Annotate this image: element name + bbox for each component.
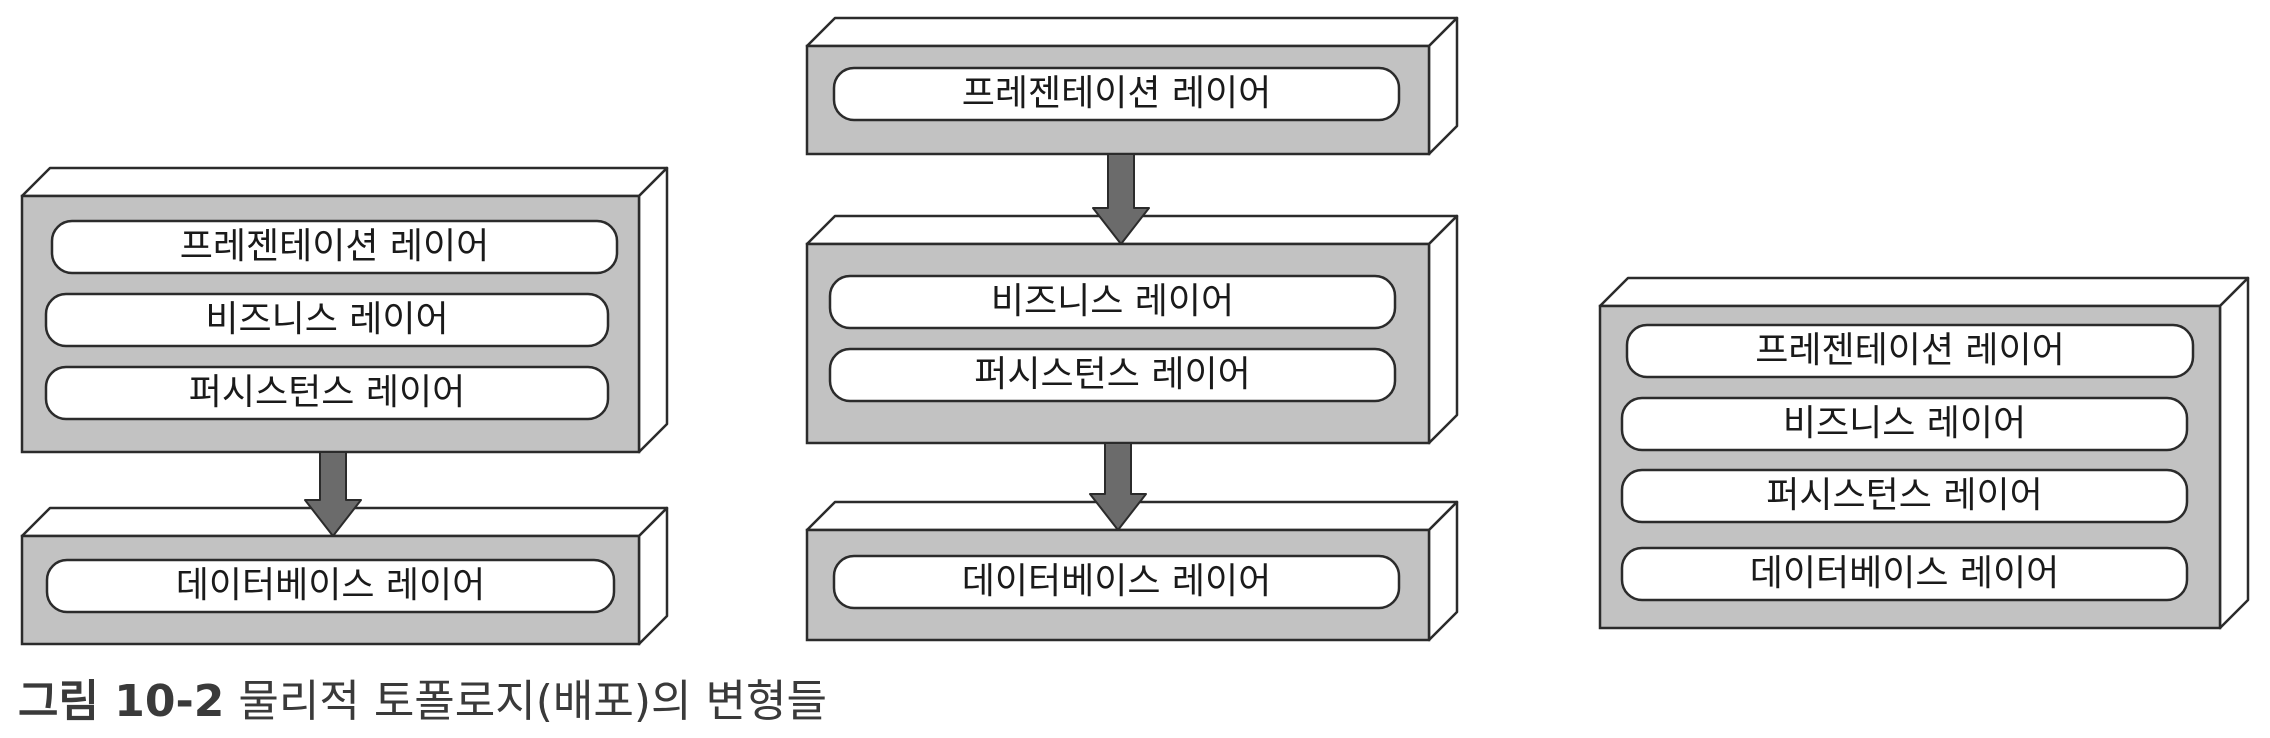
layer-pill-shape	[45, 558, 616, 614]
down-arrow-icon	[1089, 442, 1147, 531]
figure-title: 물리적 토폴로지(배포)의 변형들	[238, 676, 827, 727]
layer-label: 퍼시스턴스 레이어	[974, 354, 1250, 395]
layer-pill: 프레젠테이션 레이어	[50, 219, 619, 275]
layer-pill: 퍼시스턴스 레이어	[1620, 468, 2189, 524]
layer-pill: 데이터베이스 레이어	[832, 554, 1401, 610]
layer-pill-shape	[1625, 323, 2195, 379]
down-arrow-icon	[1092, 153, 1150, 245]
box-side-face	[2218, 276, 2250, 630]
layer-pill: 비즈니스 레이어	[44, 292, 610, 348]
layer-pill-shape	[50, 219, 619, 275]
layer-pill: 프레젠테이션 레이어	[832, 66, 1401, 122]
layer-label: 퍼시스턴스 레이어	[1766, 475, 2042, 516]
box-top-face	[805, 16, 1459, 48]
layer-pill-shape	[828, 347, 1397, 403]
layer-pill: 퍼시스턴스 레이어	[828, 347, 1397, 403]
layer-pill-shape	[828, 274, 1397, 330]
layer-pill-shape	[1620, 468, 2189, 524]
down-arrow-icon	[304, 451, 362, 537]
layer-pill-shape	[832, 66, 1401, 122]
figure-caption: 그림 10-2 물리적 토폴로지(배포)의 변형들	[18, 672, 827, 732]
box-top-face	[1598, 276, 2250, 308]
layer-pill-shape	[44, 365, 610, 421]
layer-label: 프레젠테이션 레이어	[1755, 330, 2065, 371]
server-box: 프레젠테이션 레이어	[805, 16, 1459, 156]
layer-pill: 비즈니스 레이어	[1620, 396, 2189, 452]
box-front-face	[805, 242, 1431, 445]
layer-pill: 퍼시스턴스 레이어	[44, 365, 610, 421]
layer-label: 데이터베이스 레이어	[1750, 553, 2060, 594]
layer-label: 퍼시스턴스 레이어	[189, 372, 465, 413]
box-side-face	[1427, 214, 1459, 445]
layer-pill: 데이터베이스 레이어	[1620, 546, 2189, 602]
layer-label: 비즈니스 레이어	[1783, 403, 2026, 444]
layer-pill: 데이터베이스 레이어	[45, 558, 616, 614]
layer-label: 프레젠테이션 레이어	[962, 73, 1272, 114]
layer-label: 프레젠테이션 레이어	[180, 226, 490, 267]
figure-number: 그림 10-2	[18, 676, 225, 727]
box-side-face	[637, 166, 669, 454]
layer-label: 데이터베이스 레이어	[176, 565, 486, 606]
server-box: 데이터베이스 레이어	[805, 500, 1459, 642]
box-top-face	[20, 166, 669, 198]
layer-pill-shape	[832, 554, 1401, 610]
layer-label: 비즈니스 레이어	[205, 299, 448, 340]
layer-label: 데이터베이스 레이어	[962, 561, 1272, 602]
server-box: 데이터베이스 레이어	[20, 506, 669, 646]
layer-pill-shape	[1620, 396, 2189, 452]
layer-pill-shape	[1620, 546, 2189, 602]
layer-pill: 비즈니스 레이어	[828, 274, 1397, 330]
layer-pill-shape	[44, 292, 610, 348]
layer-pill: 프레젠테이션 레이어	[1625, 323, 2195, 379]
layer-label: 비즈니스 레이어	[991, 281, 1234, 322]
